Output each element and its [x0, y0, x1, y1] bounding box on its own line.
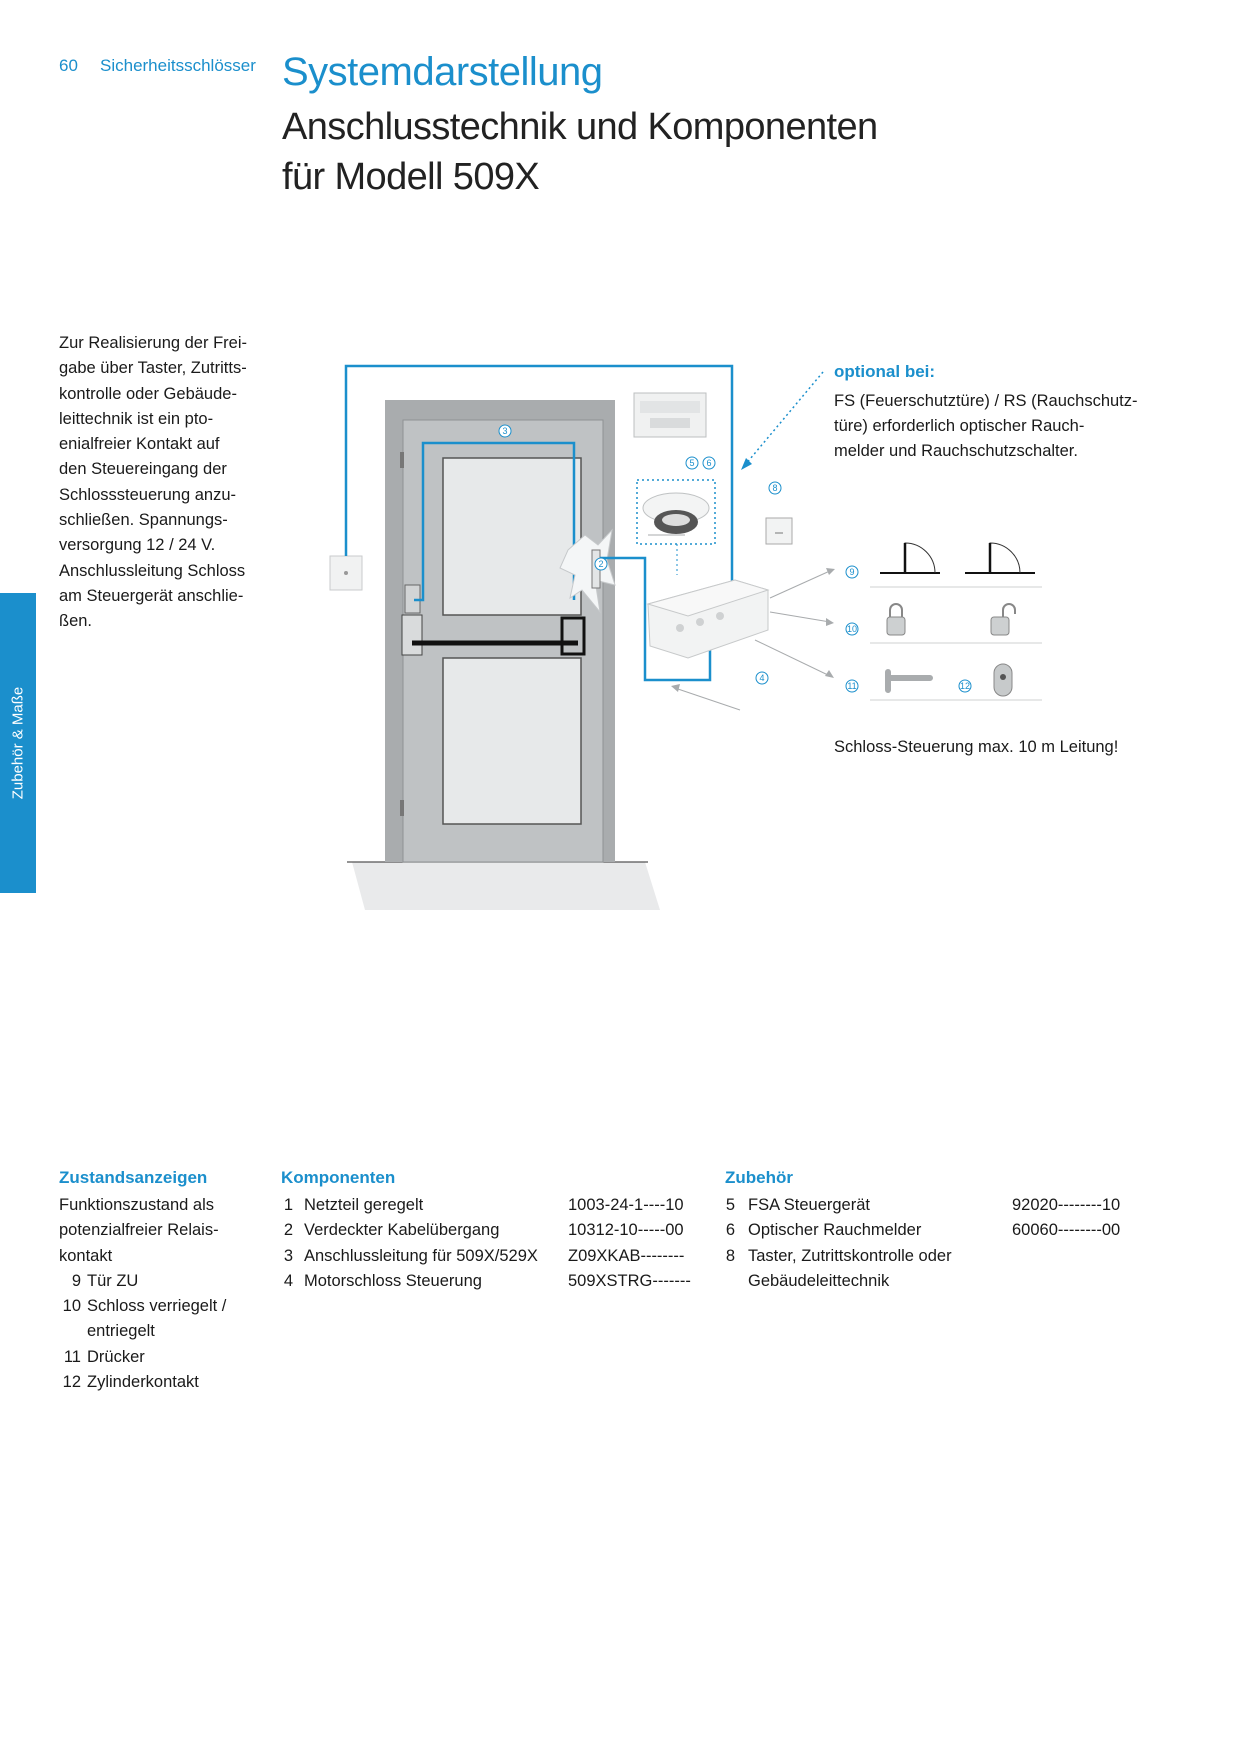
optional-heading: optional bei:: [834, 362, 936, 381]
optional-line: türe) erforderlich optischer Rauch-: [834, 417, 1085, 435]
taster-icon: [765, 517, 793, 545]
intro-line: Zur Realisierung der Frei-: [59, 334, 247, 352]
optional-text: FS (Feuerschutztüre) / RS (Rauchschutz- …: [834, 389, 1164, 464]
list-item: 12 Zylinderkontakt: [62, 1373, 199, 1392]
optional-line: melder und Rauchschutzschalter.: [834, 442, 1078, 460]
signal-arrows: [648, 534, 833, 711]
subtitle-line-2: für Modell 509X: [282, 156, 540, 198]
intro-line: Schlosssteuerung anzu-: [59, 485, 237, 504]
zustand-intro-line: Funktionszustand als: [59, 1196, 215, 1214]
glass-pane-lower: [442, 657, 582, 825]
svg-text:2: 2: [598, 559, 603, 569]
glass-pane-upper: [442, 457, 582, 616]
list-item: 5 FSA Steuergerät 92020--------10: [725, 1196, 1121, 1214]
smoke-detector-box: [636, 479, 716, 545]
zustand-intro-line: potenzialfreier Relais-: [59, 1221, 219, 1240]
list-item: 8 Taster, Zutrittskontrolle oder: [725, 1246, 952, 1265]
lock-closed-icon: [886, 616, 906, 636]
lock-case: [401, 614, 423, 656]
zustandsanzeigen-list: Funktionszustand als potenzialfreier Rel…: [59, 1193, 259, 1395]
list-item-continued: Gebäudeleittechnik: [748, 1271, 890, 1290]
intro-line: den Steuereingang der: [59, 460, 227, 479]
list-item: 9 Tür ZU: [71, 1271, 139, 1290]
intro-line: kontrolle oder Gebäude-: [59, 384, 237, 403]
cable-3: [414, 441, 576, 602]
page-subtitle: Anschlusstechnik und Komponenten für Mod…: [282, 102, 982, 202]
svg-text:3: 3: [502, 426, 507, 436]
svg-text:12: 12: [960, 681, 970, 691]
section-title: Sicherheitsschlösser: [100, 56, 256, 75]
list-item: 4 Motorschloss Steuerung 509XSTRG-------: [283, 1271, 691, 1290]
intro-line: enialfreier Kontakt auf: [59, 435, 220, 454]
list-item: 10 Schloss verriegelt /: [62, 1297, 227, 1316]
power-supply: [633, 392, 707, 438]
intro-line: schließen. Spannungs-: [59, 511, 228, 530]
list-item: 3 Anschlussleitung für 509X/529X Z09XKAB…: [283, 1246, 685, 1265]
callouts: 3 2 5 6 8 4 9 10 11 12: [498, 424, 972, 693]
intro-line: versorgung 12 / 24 V.: [59, 536, 216, 555]
subtitle-line-1: Anschlusstechnik und Komponenten: [282, 106, 878, 148]
zubehoer-list: 5 FSA Steuergerät 92020--------10 6 Opti…: [725, 1193, 1165, 1294]
lock-open-icon: [990, 616, 1010, 636]
intro-line: ßen.: [59, 612, 93, 631]
panic-bar-end: [560, 616, 586, 656]
lever-handle-icon: [885, 669, 933, 693]
door-closed-icon: [989, 542, 1021, 574]
svg-text:1: 1: [0, 0, 1, 1]
optional-line: FS (Feuerschutztüre) / RS (Rauchschutz-: [834, 392, 1138, 410]
cable-control: [600, 556, 712, 682]
list-item-continued: entriegelt: [87, 1322, 155, 1341]
floor-shadow: [352, 862, 660, 910]
zustandsanzeigen-heading: Zustandsanzeigen: [59, 1168, 208, 1187]
svg-text:6: 6: [706, 458, 711, 468]
list-item: 1 Netzteil geregelt 1003-24-1----10: [283, 1196, 684, 1214]
hinge-icon: [400, 800, 404, 816]
intro-line: gabe über Taster, Zutritts-: [59, 359, 247, 378]
svg-text:9: 9: [849, 567, 854, 577]
side-tab: [0, 593, 36, 893]
svg-text:8: 8: [772, 483, 777, 493]
svg-text:11: 11: [847, 681, 856, 691]
list-item: 2 Verdeckter Kabelübergang 10312-10-----…: [283, 1221, 684, 1240]
page-number: 60: [59, 56, 78, 75]
optional-arrow: [744, 371, 824, 466]
intro-paragraph: Zur Realisierung der Frei- gabe über Tas…: [59, 331, 257, 635]
intro-line: Anschlussleitung Schloss: [59, 561, 246, 580]
svg-text:10: 10: [847, 624, 857, 634]
komponenten-heading: Komponenten: [281, 1168, 396, 1187]
hinge-icon: [400, 452, 404, 468]
intro-line: leittechnik ist ein pto-: [59, 409, 214, 428]
svg-text:5: 5: [689, 458, 694, 468]
door-open-icon: [904, 542, 936, 574]
page-title: Systemdarstellung: [282, 50, 603, 94]
cable-top: [344, 364, 734, 588]
zubehoer-heading: Zubehör: [725, 1168, 793, 1187]
list-item: 11 Drücker: [63, 1347, 145, 1366]
cable-length-note: Schloss-Steuerung max. 10 m Leitung!: [834, 738, 1119, 756]
list-item: 6 Optischer Rauchmelder 60060--------00: [725, 1221, 1121, 1240]
komponenten-list: 1 Netzteil geregelt 1003-24-1----10 2 Ve…: [281, 1193, 701, 1294]
zustand-intro-line: kontakt: [59, 1246, 113, 1265]
intro-line: am Steuergerät anschlie-: [59, 586, 244, 605]
svg-text:4: 4: [759, 673, 764, 683]
